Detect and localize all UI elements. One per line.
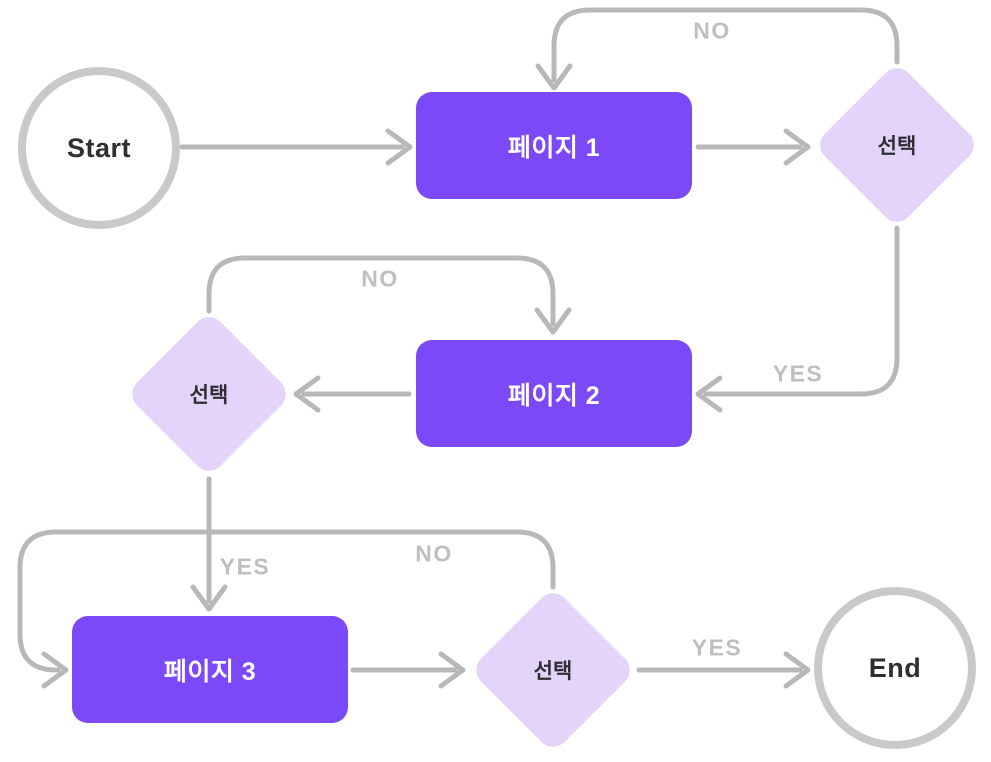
page2-label: 페이지 2	[507, 381, 601, 410]
start-label: Start	[66, 132, 131, 163]
page1-node: 페이지 1	[416, 92, 692, 199]
end-label: End	[868, 652, 922, 683]
decision3-label: 선택	[533, 660, 573, 683]
edge-label-decision2-yes: YES	[219, 553, 271, 580]
edge-label-decision2-no: NO	[361, 265, 399, 292]
decision1-node: 선택	[813, 61, 981, 229]
edge-label-decision3-no: NO	[415, 540, 453, 567]
start-node: Start	[18, 67, 180, 229]
page1-label: 페이지 1	[507, 133, 601, 162]
edge-label-decision1-yes: YES	[772, 360, 824, 387]
decision2-label: 선택	[189, 384, 229, 407]
decision3-node: 선택	[469, 586, 637, 754]
edge-label-decision3-yes: YES	[691, 634, 743, 661]
page3-label: 페이지 3	[163, 657, 257, 686]
decision1-label: 선택	[877, 135, 917, 158]
page3-node: 페이지 3	[72, 616, 348, 723]
end-node: End	[814, 587, 976, 749]
page2-node: 페이지 2	[416, 340, 692, 447]
edge-decision2-no-loop	[206, 255, 572, 335]
edge-decision1-yes-to-page2	[695, 225, 900, 413]
decision2-node: 선택	[125, 310, 293, 478]
edge-decision1-no-loop	[535, 7, 900, 91]
edge-label-decision1-no: NO	[693, 17, 731, 44]
edge-decision3-no-loop	[17, 529, 556, 689]
